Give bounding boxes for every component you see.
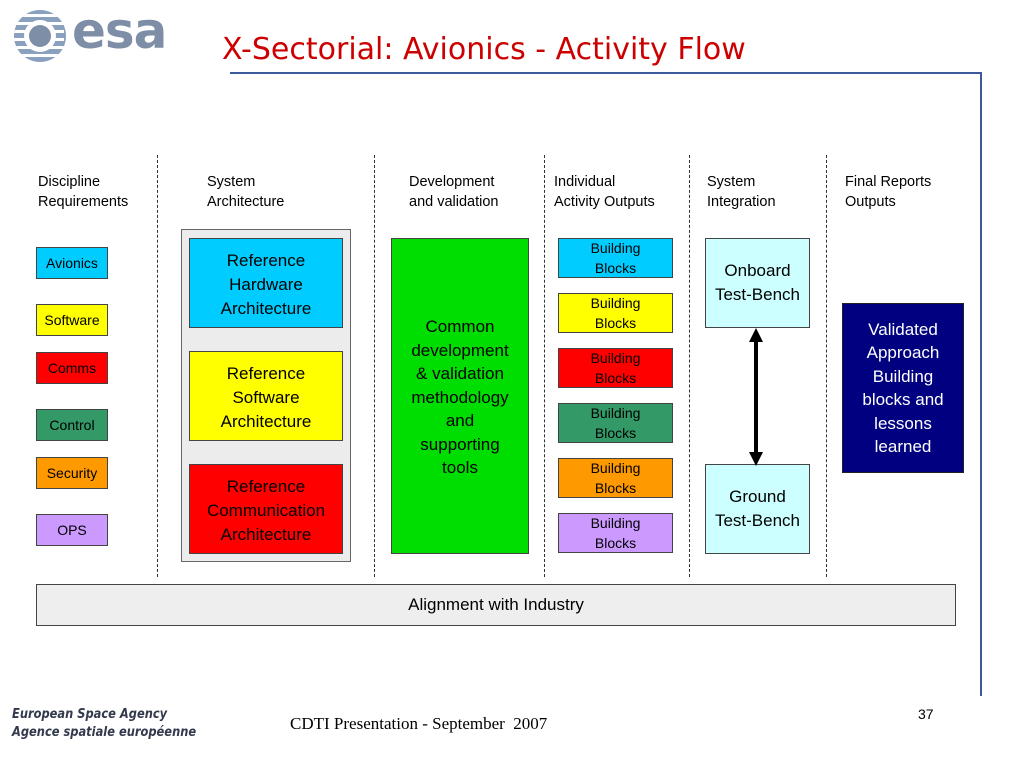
onboard-test-bench: Onboard Test-Bench	[705, 238, 810, 328]
discipline-security: Security	[36, 457, 108, 489]
column-separator	[374, 155, 375, 577]
column-separator	[689, 155, 690, 577]
discipline-avionics: Avionics	[36, 247, 108, 279]
header-rule	[230, 72, 982, 74]
agency-logo: European Space Agency Agence spatiale eu…	[12, 706, 196, 742]
building-blocks-security: Building Blocks	[558, 458, 673, 498]
alignment-bar: Alignment with Industry	[36, 584, 956, 626]
architecture-software: Reference Software Architecture	[189, 351, 343, 441]
right-rule	[980, 72, 982, 696]
discipline-software: Software	[36, 304, 108, 336]
column-header-final: Final Reports Outputs	[845, 174, 932, 210]
discipline-control: Control	[36, 409, 108, 441]
building-blocks-control: Building Blocks	[558, 403, 673, 443]
development-methodology-box: Common development & validation methodol…	[391, 238, 529, 554]
ground-test-bench: Ground Test-Bench	[705, 464, 810, 554]
discipline-ops: OPS	[36, 514, 108, 546]
building-blocks-software: Building Blocks	[558, 293, 673, 333]
page-number: 37	[918, 706, 934, 722]
column-header-outputs: Individual Activity Outputs	[554, 174, 655, 210]
building-blocks-avionics: Building Blocks	[558, 238, 673, 278]
column-header-architecture: System Architecture	[207, 174, 285, 210]
column-separator	[544, 155, 545, 577]
discipline-comms: Comms	[36, 352, 108, 384]
agency-name-en: European Space Agency	[12, 707, 168, 722]
column-header-discipline: Discipline Requirements	[38, 174, 129, 210]
bidirectional-arrow	[749, 328, 763, 466]
building-blocks-ops: Building Blocks	[558, 513, 673, 553]
column-header-development: Development and validation	[409, 174, 499, 210]
architecture-hardware: Reference Hardware Architecture	[189, 238, 343, 328]
building-blocks-comms: Building Blocks	[558, 348, 673, 388]
architecture-communication: Reference Communication Architecture	[189, 464, 343, 554]
agency-name-fr: Agence spatiale européenne	[12, 725, 197, 740]
column-separator	[157, 155, 158, 577]
column-header-integration: System Integration	[707, 174, 776, 210]
column-separator	[826, 155, 827, 577]
page-title: X-Sectorial: Avionics - Activity Flow	[222, 32, 746, 67]
esa-logo-text: esa	[72, 2, 167, 60]
esa-globe-icon	[14, 10, 66, 62]
footer-presentation: CDTI Presentation - September 2007	[290, 714, 548, 733]
final-report-box: Validated Approach Building blocks and l…	[842, 303, 964, 473]
